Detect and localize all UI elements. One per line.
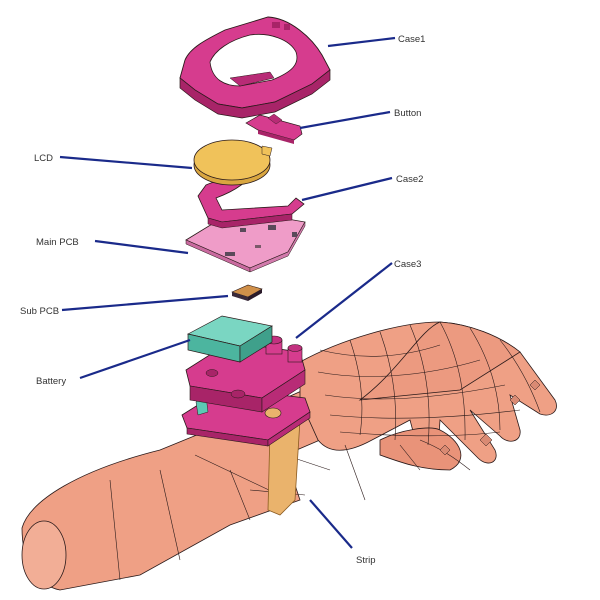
label-case2: Case2 [396, 174, 423, 185]
button-part [245, 113, 303, 144]
label-sub-pcb: Sub PCB [20, 306, 59, 317]
label-strip: Strip [356, 555, 376, 566]
sub-pcb-part [231, 284, 263, 301]
battery-part [187, 315, 273, 363]
case1-part [179, 16, 331, 119]
leader-lines [59, 36, 396, 549]
label-case1: Case1 [398, 34, 425, 45]
lcd-part [193, 139, 273, 186]
label-lcd: LCD [34, 153, 53, 164]
label-button: Button [394, 108, 421, 119]
label-battery: Battery [36, 376, 66, 387]
label-main-pcb: Main PCB [36, 237, 79, 248]
label-case3: Case3 [394, 259, 421, 270]
